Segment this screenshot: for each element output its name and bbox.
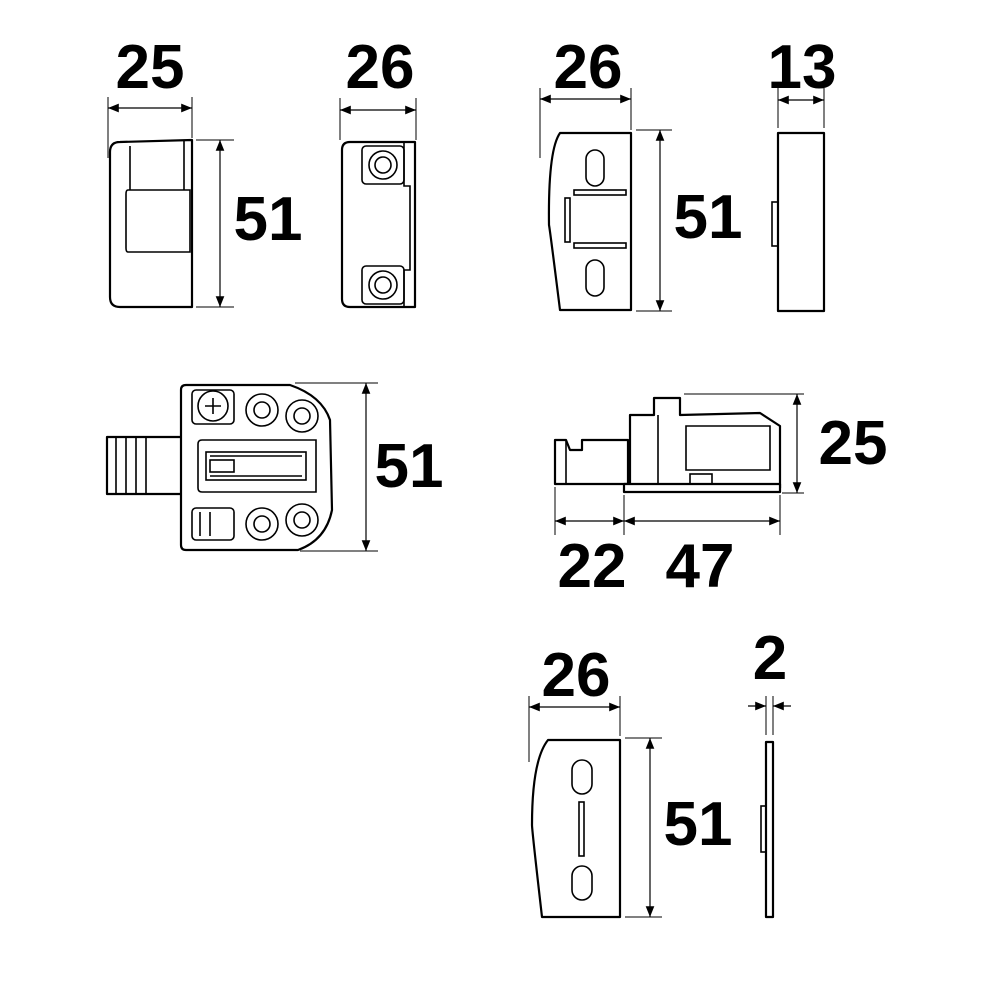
strike-side-view: 2 bbox=[748, 624, 791, 919]
latch-top-view: 51 bbox=[105, 382, 444, 552]
dim-strike-thickness: 2 bbox=[753, 624, 787, 693]
dim-catch-front-height: 51 bbox=[234, 185, 303, 254]
plate-front-view: 26 51 bbox=[539, 33, 743, 312]
catch-front-view: 25 51 bbox=[107, 33, 303, 309]
dim-plate-front-height: 51 bbox=[674, 183, 743, 252]
dim-latch-side-left: 22 bbox=[558, 532, 627, 601]
dim-plate-side-thickness: 13 bbox=[768, 33, 837, 102]
catch-side-view: 26 bbox=[339, 33, 417, 309]
plate-side-view: 13 bbox=[768, 33, 837, 313]
dim-latch-top-height: 51 bbox=[375, 432, 444, 501]
latch-side-view: 25 22 47 bbox=[553, 393, 888, 601]
dim-catch-side-width: 26 bbox=[346, 33, 415, 102]
dim-strike-width: 26 bbox=[542, 641, 611, 710]
strike-front-view: 26 51 bbox=[528, 641, 733, 919]
dim-catch-front-width: 25 bbox=[116, 33, 185, 102]
dim-latch-side-height: 25 bbox=[819, 409, 888, 478]
dim-plate-front-width: 26 bbox=[554, 33, 623, 102]
dim-latch-side-right: 47 bbox=[666, 532, 735, 601]
dim-strike-height: 51 bbox=[664, 790, 733, 859]
